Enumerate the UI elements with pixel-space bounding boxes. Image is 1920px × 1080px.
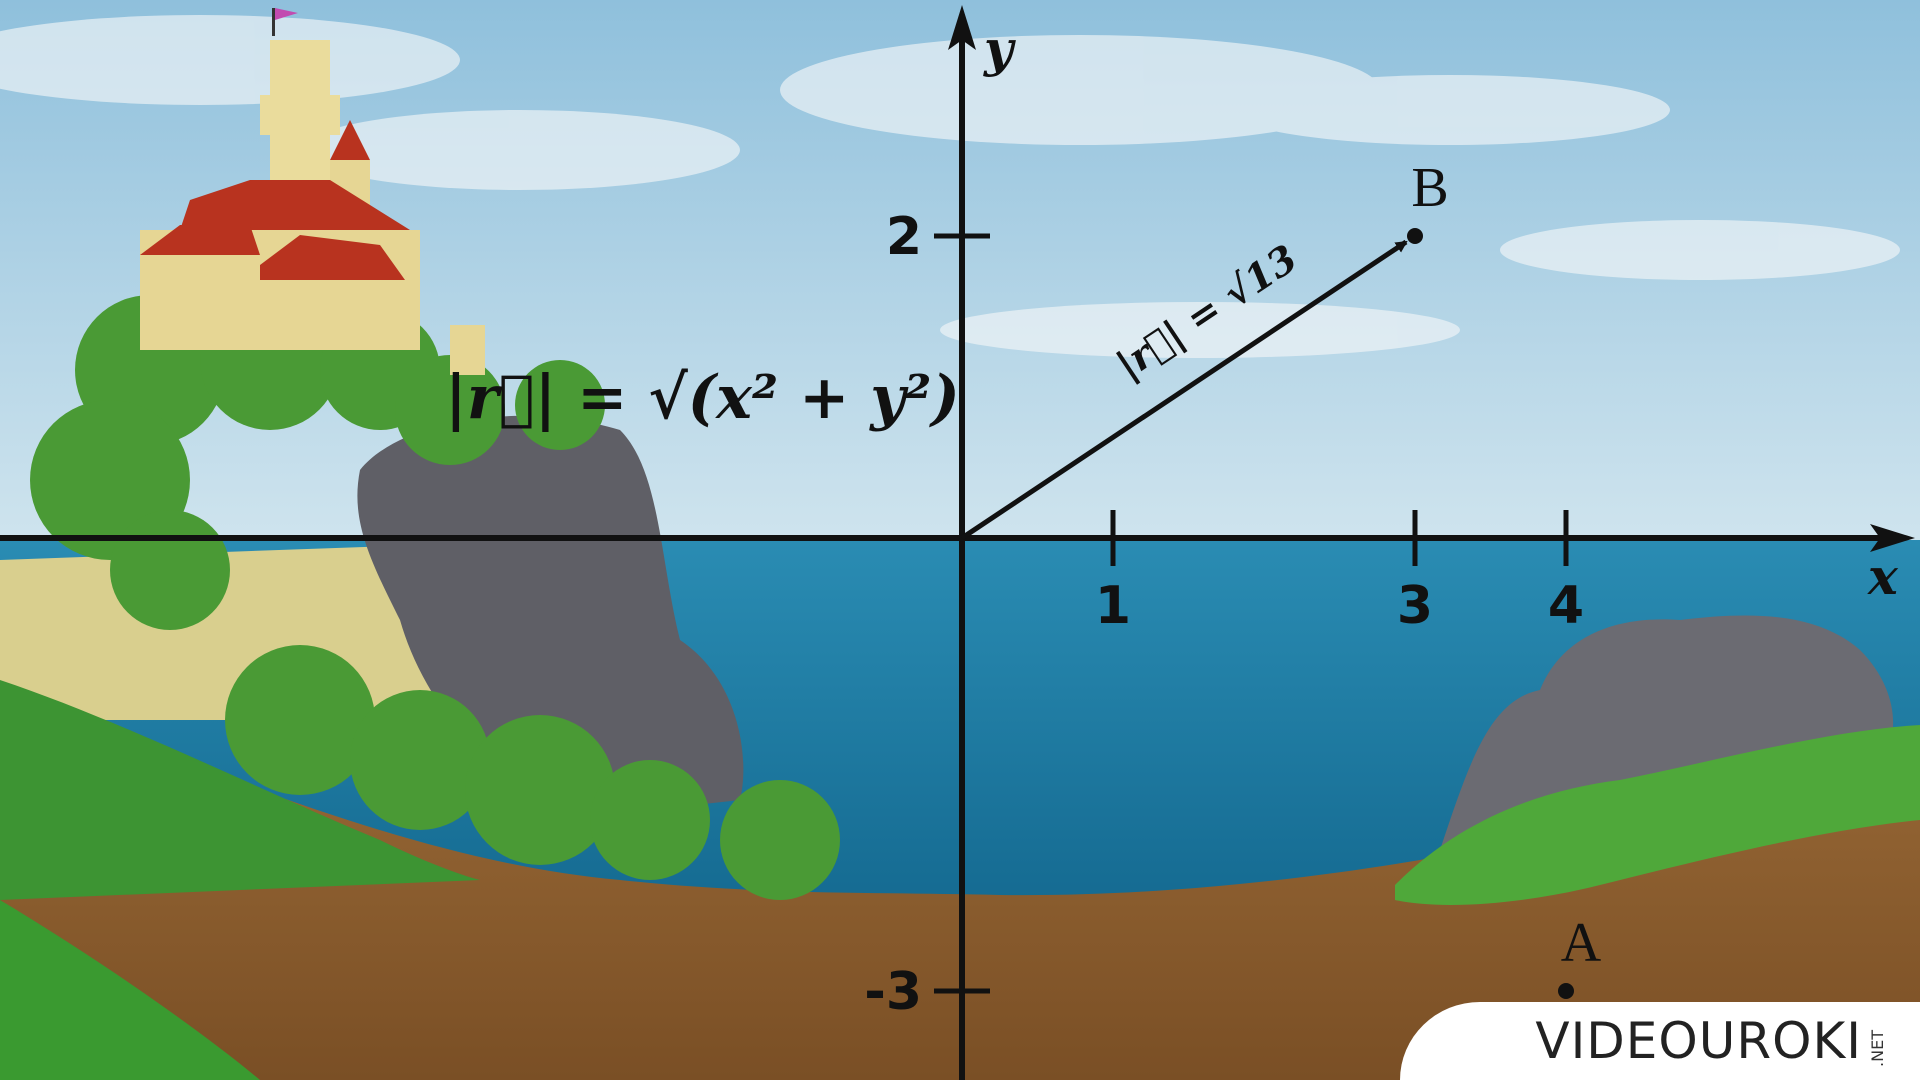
- logo-suffix: .NET: [1868, 1030, 1888, 1067]
- clouds: [0, 15, 1900, 358]
- y-tick-label-2: 2: [886, 207, 922, 267]
- ground: [0, 700, 1920, 1080]
- position-vector: [960, 239, 1408, 541]
- y-axis-label: y: [983, 19, 1016, 78]
- point-label-A: A: [1561, 912, 1602, 974]
- x-axis-arrowhead: [1870, 524, 1915, 552]
- magnitude-formula: |r⃗| = √(x² + y²): [445, 363, 960, 433]
- point-A: [1558, 983, 1574, 999]
- y-tick-label--3: -3: [864, 962, 922, 1022]
- point-label-B: B: [1411, 157, 1448, 219]
- logo-text: VIDEOUROKI: [1535, 1012, 1862, 1070]
- right-rock: [1440, 615, 1894, 850]
- y-axis-arrowhead: [948, 5, 976, 50]
- x-tick-label-4: 4: [1548, 576, 1584, 636]
- castle: [140, 8, 485, 375]
- axis-ticks: 1 3 4 2 -3: [864, 207, 1584, 1022]
- points: BA: [1407, 157, 1602, 999]
- left-grass-lower: [0, 900, 260, 1080]
- point-B: [1407, 228, 1423, 244]
- x-axis-label: x: [1867, 547, 1899, 606]
- videouroki-logo: VIDEOUROKI .NET: [1400, 1002, 1920, 1080]
- right-grass: [1395, 725, 1920, 905]
- x-tick-label-3: 3: [1397, 576, 1433, 636]
- x-tick-label-1: 1: [1095, 576, 1131, 636]
- left-grass: [0, 680, 480, 900]
